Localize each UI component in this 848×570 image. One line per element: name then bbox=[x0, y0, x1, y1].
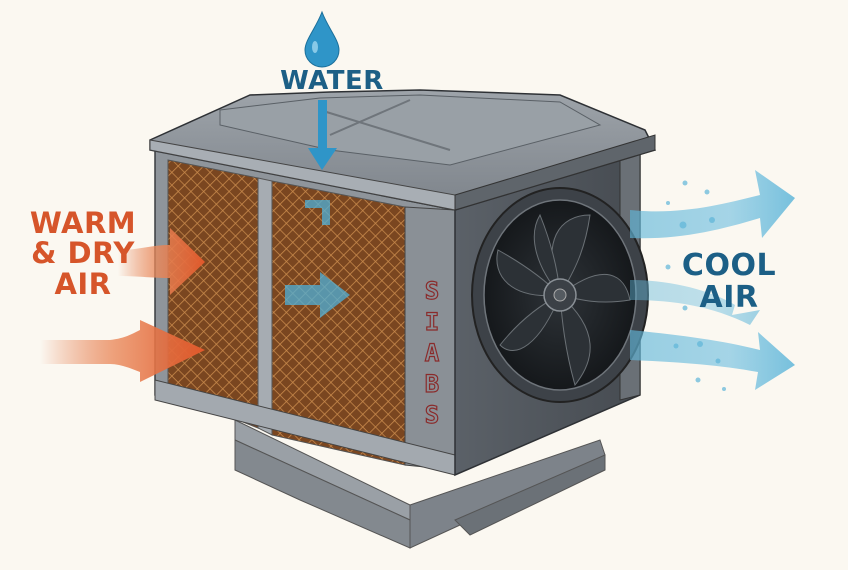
cool-label-line-1: COOL bbox=[681, 248, 777, 283]
water-label: WATER bbox=[280, 66, 384, 96]
warm-dry-air-label: WARM & DRY AIR bbox=[18, 206, 148, 301]
internal-flow-arrows bbox=[285, 200, 350, 318]
water-arrow bbox=[308, 100, 337, 170]
water-drop-icon bbox=[304, 10, 340, 68]
brand-logo-vertical: S I A B S bbox=[420, 276, 444, 431]
brand-letter: S bbox=[424, 276, 440, 305]
cooler-side-face bbox=[454, 148, 649, 477]
warm-label-line-3: AIR bbox=[54, 266, 112, 301]
brand-letter: B bbox=[424, 369, 440, 398]
cool-air-label: COOL AIR bbox=[664, 250, 794, 313]
fan-blades bbox=[496, 213, 631, 387]
brand-letter: A bbox=[424, 338, 440, 367]
cool-air-arrows bbox=[630, 170, 795, 391]
base-stand bbox=[234, 419, 606, 549]
cool-label-line-2: AIR bbox=[699, 279, 759, 315]
cooler-lid bbox=[149, 89, 657, 211]
brand-letter: I bbox=[424, 307, 440, 336]
warm-air-arrows bbox=[40, 228, 205, 382]
warm-label-line-1: WARM bbox=[29, 206, 137, 240]
brand-letter: S bbox=[424, 400, 440, 429]
warm-label-line-2: & DRY bbox=[31, 236, 135, 271]
